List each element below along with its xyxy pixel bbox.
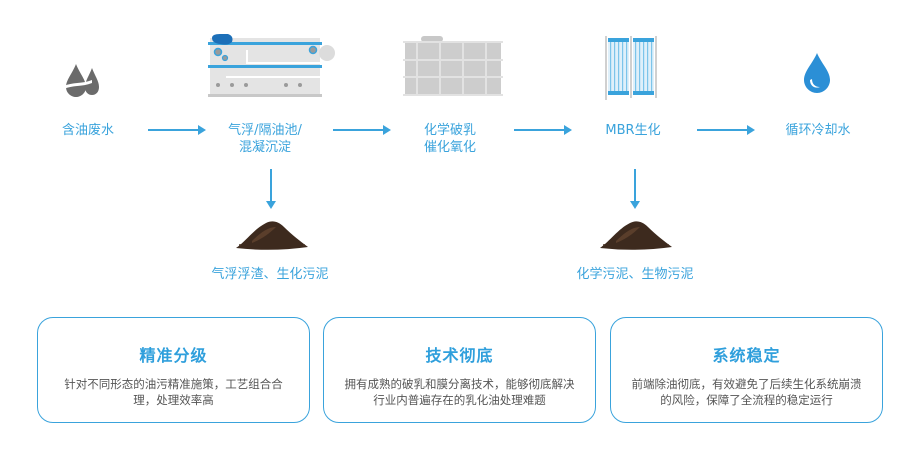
arrow-down-2 [630, 169, 640, 209]
arrow-right-1 [148, 125, 206, 135]
feature-card-thorough-technology: 技术彻底 拥有成熟的破乳和膜分离技术，能够彻底解决行业内普遍存在的乳化油处理难题 [323, 317, 596, 423]
sludge-pile-icon [232, 215, 310, 251]
step-label-chemical: 化学破乳 催化氧化 [423, 123, 476, 155]
flotation-tank-icon [208, 34, 336, 98]
card-title: 技术彻底 [425, 346, 494, 365]
chemical-tank-icon [403, 36, 503, 98]
oil-water-drops-icon [62, 60, 106, 100]
water-drop-icon [802, 52, 832, 94]
arrow-down-1 [266, 169, 276, 209]
step-label-flotation: 气浮/隔油池/ 混凝沉淀 [228, 123, 302, 155]
byproduct-label-flotation-sludge: 气浮浮渣、生化污泥 [211, 267, 329, 282]
sludge-pile-icon [596, 215, 674, 251]
step-label-cooling-water: 循环冷却水 [785, 123, 851, 138]
card-description: 前端除油彻底，有效避免了后续生化系统崩溃的风险，保障了全流程的稳定运行 [631, 377, 862, 407]
feature-card-system-stability: 系统稳定 前端除油彻底，有效避免了后续生化系统崩溃的风险，保障了全流程的稳定运行 [610, 317, 883, 423]
arrow-right-2 [333, 125, 391, 135]
arrow-right-3 [514, 125, 572, 135]
step-label-oily-wastewater: 含油废水 [61, 123, 114, 138]
step-label-mbr: MBR生化 [605, 123, 661, 138]
arrow-right-4 [697, 125, 755, 135]
byproduct-label-chemical-sludge: 化学污泥、生物污泥 [576, 267, 694, 282]
card-title: 系统稳定 [712, 346, 781, 365]
card-description: 拥有成熟的破乳和膜分离技术，能够彻底解决行业内普遍存在的乳化油处理难题 [344, 377, 575, 407]
card-title: 精准分级 [139, 346, 208, 365]
feature-card-precise-grading: 精准分级 针对不同形态的油污精准施策，工艺组合合理，处理效率高 [37, 317, 310, 423]
card-description: 针对不同形态的油污精准施策，工艺组合合理，处理效率高 [64, 377, 283, 407]
mbr-membrane-icon [605, 36, 657, 100]
